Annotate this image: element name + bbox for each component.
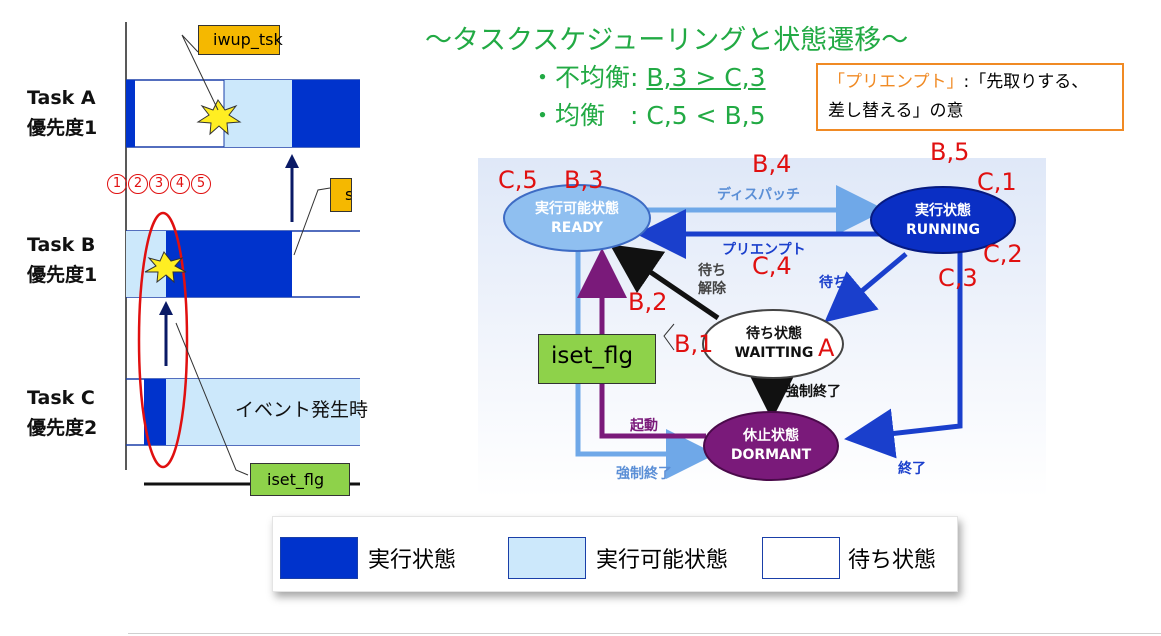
end-label: 終了 — [898, 461, 926, 477]
note-line-2: 差し替える」の意 — [828, 101, 964, 121]
tick-number: 2 — [128, 174, 148, 194]
task-c-name: Task C — [27, 387, 95, 409]
annot-c1: C,1 — [977, 168, 1017, 196]
legend-label-waiting: 待ち状態 — [848, 548, 937, 573]
annot-b4: B,4 — [752, 150, 792, 178]
running-state-en: RUNNING — [906, 222, 980, 238]
ready-state-label: 実行可能状態 READY — [500, 200, 654, 238]
ready-state-jp: 実行可能状態 — [535, 201, 619, 217]
bullet-balance: ・均衡 : C,5 < B,5 — [530, 96, 766, 132]
annot-b1: B,1 — [674, 330, 714, 358]
annot-a: A — [818, 334, 835, 362]
iset-flg-callout-large: iset_flg — [538, 334, 656, 384]
annot-c4: C,4 — [752, 252, 792, 280]
dormant-state-en: DORMANT — [730, 447, 812, 463]
annot-b5: B,5 — [930, 138, 970, 166]
tick-number: 4 — [170, 174, 190, 194]
preempt-label: プリエンプト — [722, 242, 806, 258]
ready-state-en: READY — [551, 220, 603, 236]
wait-label: 待ち — [819, 275, 847, 291]
dormant-state-label: 休止状態 DORMANT — [704, 427, 838, 465]
annot-c5: C,5 — [498, 166, 538, 194]
legend-swatch-ready — [508, 537, 586, 579]
running-state-label: 実行状態 RUNNING — [870, 202, 1016, 240]
task-a-priority: 優先度1 — [27, 117, 98, 139]
annot-b2: B,2 — [628, 288, 668, 316]
task-a-label: Task A 優先度1 — [27, 83, 97, 143]
tick-number: 3 — [149, 174, 169, 194]
dispatch-label: ディスパッチ — [717, 187, 801, 203]
annot-c2: C,2 — [983, 240, 1023, 268]
running-state-node — [870, 186, 1016, 254]
force-end-label: 強制終了 — [785, 384, 841, 400]
tick-number: 5 — [191, 174, 211, 194]
footer-divider — [128, 633, 1161, 634]
bullet-imbalance: ・不均衡: B,3 > C,3 — [530, 58, 766, 94]
taskB-run — [166, 231, 292, 297]
task-c-label: Task C 優先度2 — [27, 383, 97, 443]
state-diagram — [503, 184, 1016, 481]
annot-c3: C,3 — [938, 264, 978, 292]
taskC-run — [144, 379, 166, 445]
waiting-state-en: WAITTING — [734, 345, 814, 361]
note-def-1: :「先取りする、 — [963, 72, 1089, 92]
dormant-state-node — [703, 411, 839, 481]
task-b-name: Task B — [27, 234, 96, 256]
note-line-1: 「プリエンプト」:「先取りする、 — [828, 68, 1112, 97]
iwup-tsk-callout: iwup_tsk — [198, 25, 283, 55]
annot-b3: B,3 — [564, 166, 604, 194]
legend-panel — [272, 516, 958, 592]
page-title: 〜タスクスケジューリングと状態遷移〜 — [425, 25, 909, 56]
task-a-name: Task A — [27, 87, 96, 109]
dormant-state-jp: 休止状態 — [743, 428, 799, 444]
taskA-run-2 — [292, 80, 360, 147]
task-c-priority: 優先度2 — [27, 417, 98, 439]
iset-flg-callout-small: iset_flg — [250, 463, 350, 496]
bullet-balance-expr: C,5 < B,5 — [646, 101, 766, 130]
start-label: 起動 — [630, 418, 658, 434]
legend-label-running: 実行状態 — [368, 548, 457, 573]
release-label-2: 解除 — [698, 281, 726, 297]
note-term: 「プリエンプト」 — [828, 72, 964, 92]
force-end2-label: 強制終了 — [616, 466, 672, 482]
taskC-ready — [166, 379, 360, 445]
taskA-ready — [224, 80, 292, 147]
release-label-1: 待ち — [698, 263, 726, 279]
bullet-imbalance-expr: B,3 > C,3 — [646, 63, 766, 92]
tick-number: 1 — [107, 174, 127, 194]
taskA-run-1 — [126, 80, 135, 147]
waiting-state-label: 待ち状態 WAITTING — [704, 325, 844, 363]
legend-swatch-running — [280, 537, 358, 579]
legend-swatch-waiting — [762, 537, 840, 579]
waiting-state-jp: 待ち状態 — [746, 326, 802, 342]
bullet-imbalance-label: ・不均衡: — [530, 63, 647, 92]
release-label: 待ち 解除 — [698, 262, 726, 298]
preempt-note-box: 「プリエンプト」:「先取りする、 差し替える」の意 — [816, 63, 1124, 131]
waiting-state-node — [702, 309, 844, 379]
burst-icon — [144, 251, 187, 284]
event-label: イベント発生時 — [235, 399, 369, 421]
timeline-diagram — [125, 22, 360, 486]
s-callout: s — [330, 178, 352, 212]
running-state-jp: 実行状態 — [915, 203, 971, 219]
burst-icon — [196, 99, 242, 136]
task-b-label: Task B 優先度1 — [27, 230, 97, 290]
task-b-priority: 優先度1 — [27, 264, 98, 286]
bullet-balance-label: ・均衡 : — [530, 101, 647, 130]
ready-state-node — [503, 184, 651, 252]
legend-label-ready: 実行可能状態 — [596, 548, 729, 573]
